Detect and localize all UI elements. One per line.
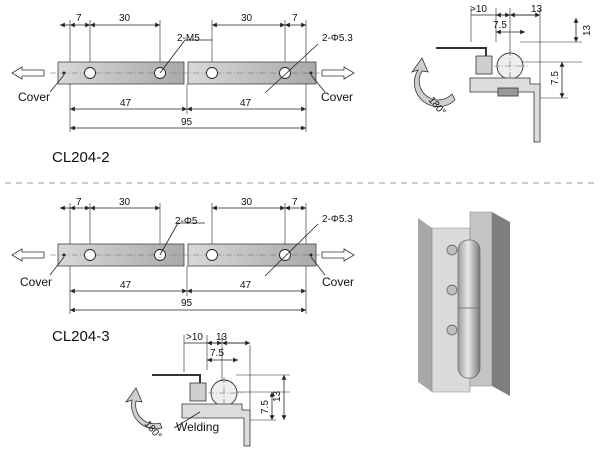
top-dim-30-left: 30 [119,13,131,24]
top-side-dim-13-v: 13 [582,24,593,36]
bottom-dim-30-right: 30 [241,197,253,208]
bottom-hole-note-right: 2-Φ5.3 [322,214,353,225]
bottom-cover-left: Cover [20,275,52,289]
bottom-side-view [124,335,290,447]
bottom-rotation-label: 180° [142,419,164,442]
hinge-3d-render [418,211,510,396]
top-hole-note-right: 2-Φ5.3 [322,33,353,44]
top-cover-right: Cover [321,90,353,104]
top-side-dim-7-5-h: 7.5 [493,20,507,31]
top-side-view [410,8,582,143]
welding-label: Welding [176,420,219,434]
top-dim-47-right: 47 [240,98,252,109]
bottom-dim-7-left: 7 [76,197,82,208]
top-cover-left: Cover [18,90,50,104]
bottom-dim-47-right: 47 [240,280,252,291]
top-rotation-label: 180° [426,95,448,118]
bottom-front-view [11,203,355,314]
bottom-side-dim-13-v: 13 [272,390,283,402]
bottom-side-dim-gt10: >10 [186,332,203,343]
top-dim-47-left: 47 [120,98,132,109]
top-dim-7-right: 7 [292,13,298,24]
bottom-dim-7-right: 7 [292,197,298,208]
top-dim-30-right: 30 [241,13,253,24]
bottom-side-dim-7-5-v: 7.5 [260,400,271,414]
top-side-dim-13: 13 [531,4,543,15]
bottom-hole-note-left: 2-Φ5 [175,216,198,227]
bottom-model-label: CL204-3 [52,328,110,345]
top-side-dim-gt10: >10 [470,4,487,15]
bottom-dim-47-left: 47 [120,280,132,291]
top-model-label: CL204-2 [52,149,110,166]
top-dim-7-left: 7 [76,13,82,24]
top-dim-95: 95 [181,117,193,128]
top-hole-note-left: 2-M5 [177,33,200,44]
bottom-side-dim-7-5-h: 7.5 [210,348,224,359]
top-front-view [11,20,355,132]
bottom-dim-30-left: 30 [119,197,131,208]
bottom-cover-right: Cover [322,275,354,289]
top-side-dim-7-5-v: 7.5 [550,71,561,85]
bottom-side-dim-13: 13 [216,332,228,343]
bottom-dim-95: 95 [181,298,193,309]
